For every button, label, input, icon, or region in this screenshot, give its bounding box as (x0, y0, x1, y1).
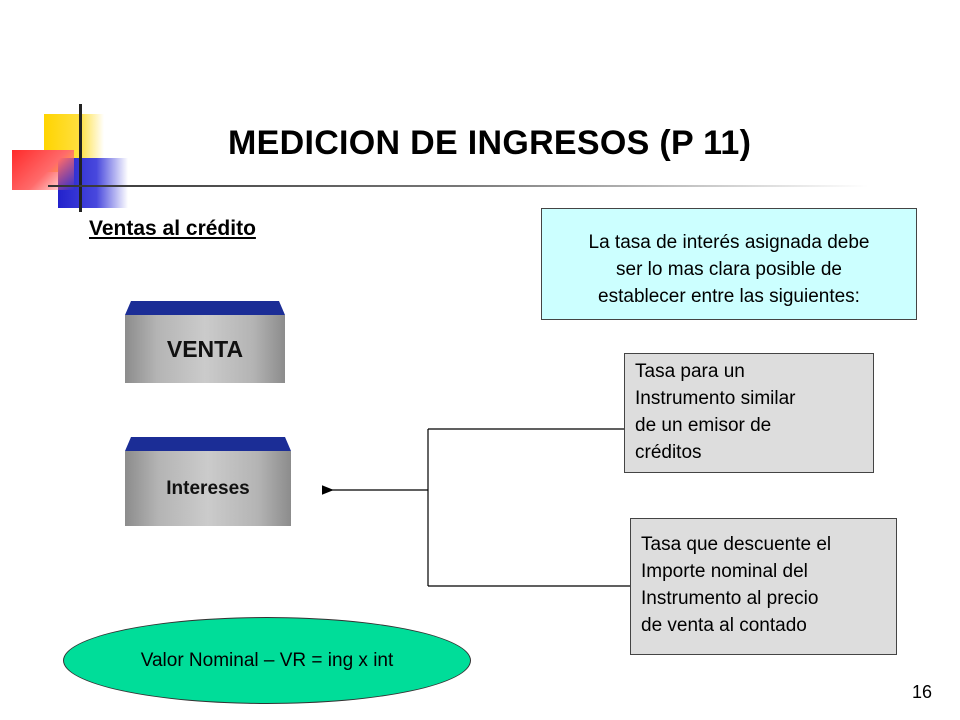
venta-block-label: VENTA (125, 315, 285, 383)
intereses-block-cap (125, 437, 291, 451)
info-box-line: establecer entre las siguientes: (598, 286, 860, 307)
option-line: Tasa para un (635, 361, 745, 382)
page-number: 16 (912, 682, 933, 702)
title-underline-rule (48, 185, 868, 187)
intereses-block-label: Intereses (125, 451, 291, 526)
slide-subtitle: Ventas al crédito (89, 217, 256, 240)
option-box-discount-rate: Tasa que descuente el Importe nominal de… (630, 518, 897, 655)
formula-ellipse: Valor Nominal – VR = ing x int (63, 617, 471, 704)
slide-title: MEDICION DE INGRESOS (P 11) (228, 124, 752, 162)
option-line: Importe nominal del (641, 561, 808, 582)
intereses-block: Intereses (125, 437, 291, 526)
option-line: de venta al contado (641, 615, 807, 636)
option-line: Instrumento al precio (641, 588, 819, 609)
venta-block: VENTA (125, 301, 285, 383)
info-box: La tasa de interés asignada debe ser lo … (541, 208, 917, 320)
info-box-line: La tasa de interés asignada debe (588, 232, 870, 253)
option-line: Tasa que descuente el (641, 534, 832, 555)
option-box-similar-instrument: Tasa para un Instrumento similar de un e… (624, 353, 874, 473)
venta-block-cap (125, 301, 285, 315)
option-line: de un emisor de (635, 415, 772, 436)
formula-text: Valor Nominal – VR = ing x int (140, 649, 394, 671)
info-box-line: ser lo mas clara posible de (616, 259, 842, 280)
option-line: Instrumento similar (635, 388, 796, 409)
option-line: créditos (635, 442, 702, 463)
decor-red-square (12, 150, 74, 190)
decor-vertical-line (79, 104, 82, 212)
